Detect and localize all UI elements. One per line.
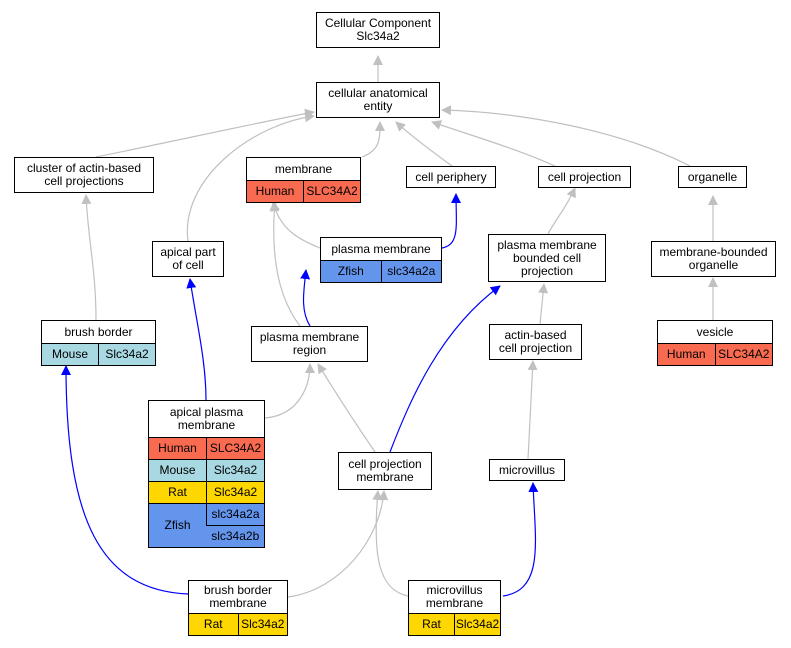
- species-cell: Zfish: [149, 503, 207, 547]
- node-label: microvillus: [498, 462, 555, 477]
- edge-mvm-microvillus: [502, 482, 539, 597]
- node-label: membrane-bounded organelle: [659, 245, 768, 272]
- edge-apicalpart-cae: [186, 112, 315, 242]
- edge-membrane-cae: [361, 121, 385, 158]
- node-microvillus[interactable]: microvillus: [489, 459, 565, 481]
- node-label: cell projection: [547, 169, 622, 184]
- edge-pmregion-membrane: [269, 201, 301, 327]
- node-label: brush border membrane: [203, 583, 273, 610]
- edge-brushborder-cluster: [81, 194, 97, 321]
- edge-plasmamem-periphery: [441, 193, 462, 249]
- edge-microvillus-abcp: [527, 360, 538, 460]
- node-label: plasma membrane region: [259, 330, 360, 357]
- node-label: organelle: [687, 169, 738, 184]
- node-label: brush border: [64, 324, 133, 339]
- node-cae[interactable]: cellular anatomical entity: [316, 82, 440, 118]
- edge-plasmamem-membrane: [270, 201, 321, 249]
- node-label: cellular anatomical entity: [328, 86, 428, 113]
- species-cell: Zfish: [321, 260, 381, 282]
- gene-cell: slc34a2a: [380, 260, 441, 282]
- edge-pmregion-plasmamem: [300, 269, 311, 327]
- species-cell: Human: [149, 437, 207, 460]
- node-pmregion[interactable]: plasma membrane region: [251, 326, 368, 362]
- node-label: cell periphery: [415, 169, 487, 184]
- node-root[interactable]: Cellular Component Slc34a2: [316, 12, 440, 48]
- edge-bbm-brushborder: [61, 365, 189, 595]
- node-label: apical plasma membrane: [169, 405, 244, 432]
- node-label: vesicle: [696, 324, 734, 339]
- edge-apm-apicalpart: [186, 278, 207, 401]
- species-cell: Rat: [149, 481, 207, 504]
- gene-cell: SLC34A2: [206, 437, 264, 460]
- edge-apm-pmregion: [264, 363, 315, 419]
- gene-cell: Slc34a2: [206, 459, 264, 482]
- species-cell: Mouse: [42, 343, 99, 365]
- edge-cpm-pmregion: [317, 363, 376, 453]
- species-cell: Mouse: [149, 459, 207, 482]
- gene-cell: Slc34a2: [206, 481, 264, 504]
- node-cpm[interactable]: cell projection membrane: [338, 452, 432, 490]
- gene-cell: slc34a2a: [206, 503, 264, 526]
- node-label: cluster of actin-based cell projections: [26, 161, 142, 188]
- node-label: plasma membrane bounded cell projection: [497, 237, 597, 278]
- node-apicalpart[interactable]: apical part of cell: [152, 241, 224, 277]
- node-label: actin-based cell projection: [498, 328, 573, 355]
- gene-cell: Slc34a2: [237, 613, 287, 635]
- edge-pmbcp-cellproj: [547, 187, 576, 235]
- node-label: membrane: [274, 161, 333, 176]
- node-abcp[interactable]: actin-based cell projection: [489, 324, 582, 360]
- node-label: microvillus membrane: [425, 583, 484, 610]
- edge-mvm-cpm: [372, 490, 409, 597]
- edge-cpm-pmbcp: [389, 285, 501, 453]
- node-cellproj[interactable]: cell projection: [538, 166, 631, 188]
- node-organelle[interactable]: organelle: [678, 166, 747, 188]
- species-cell: Human: [658, 343, 715, 365]
- node-label: apical part of cell: [160, 245, 216, 272]
- edge-organelle-cae: [441, 105, 691, 167]
- edge-periphery-cae: [395, 121, 453, 167]
- edge-cellproj-cae: [431, 120, 556, 167]
- node-pmbcp[interactable]: plasma membrane bounded cell projection: [488, 234, 606, 282]
- node-cluster[interactable]: cluster of actin-based cell projections: [14, 157, 154, 193]
- edge-abcp-pmbcp: [538, 283, 549, 325]
- node-periphery[interactable]: cell periphery: [406, 166, 496, 188]
- species-cell: Rat: [409, 613, 455, 635]
- gene-cell: SLC34A2: [303, 180, 360, 202]
- edge-cluster-cae: [95, 108, 315, 158]
- species-cell: Human: [247, 180, 304, 202]
- species-cell: Rat: [189, 613, 238, 635]
- node-mbo[interactable]: membrane-bounded organelle: [651, 241, 776, 277]
- node-label: cell projection membrane: [348, 457, 422, 484]
- node-label: plasma membrane: [331, 241, 431, 256]
- gene-cell: SLC34A2: [714, 343, 772, 365]
- edge-bbm-cpm: [287, 490, 389, 598]
- node-label: Cellular Component Slc34a2: [324, 16, 432, 43]
- gene-cell: Slc34a2: [98, 343, 155, 365]
- gene-cell: slc34a2b: [206, 525, 264, 547]
- gene-cell: Slc34a2: [454, 613, 500, 635]
